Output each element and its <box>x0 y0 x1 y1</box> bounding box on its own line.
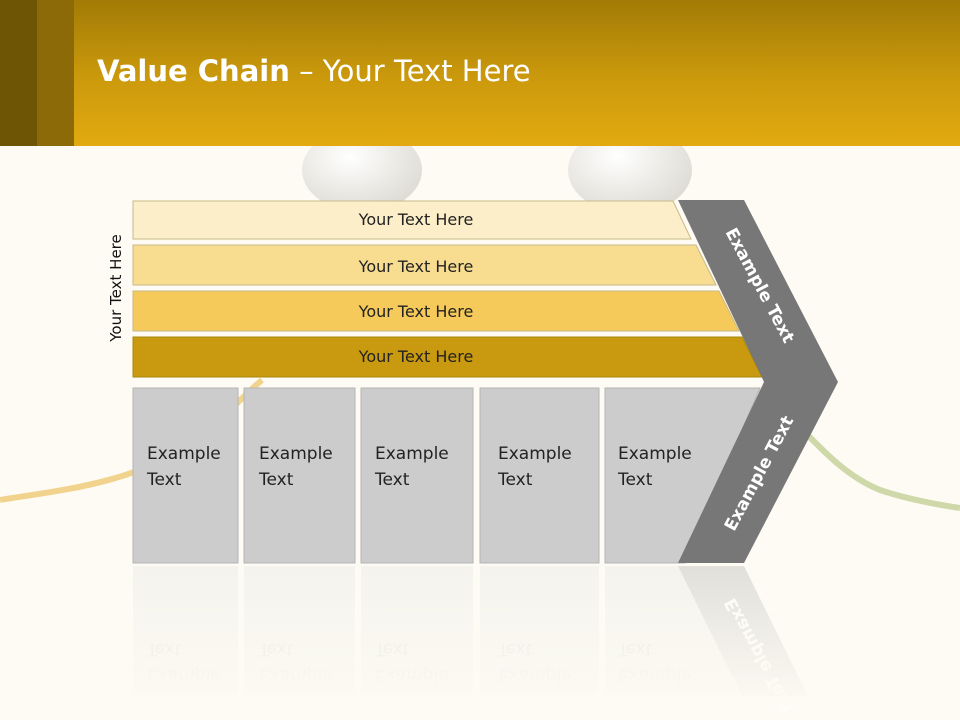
header-accent-mid <box>37 0 74 146</box>
margin-chevron <box>678 200 838 563</box>
primary-box-1-line1: Example <box>147 444 221 464</box>
primary-box-2-line1: Example <box>259 444 333 464</box>
primary-box-2-line2: Text <box>258 470 294 490</box>
primary-box-1 <box>132 387 239 564</box>
primary-box-5-line1: Example <box>618 444 692 464</box>
primary-box-3-line2: Text <box>374 470 410 490</box>
title-bold: Value Chain <box>97 54 290 88</box>
figure-head-right <box>568 126 692 214</box>
support-row-3-label: Your Text Here <box>358 302 474 321</box>
primary-box-3 <box>360 387 474 564</box>
page-title: Value Chain – Your Text Here <box>97 54 531 88</box>
side-label: Your Text Here <box>107 234 125 342</box>
primary-box-2 <box>243 387 356 564</box>
support-row-1 <box>132 200 692 240</box>
figure-head-left <box>302 128 422 212</box>
primary-box-4 <box>479 387 600 564</box>
header-accent-dark <box>0 0 37 146</box>
primary-box-4-line2: Text <box>497 470 533 490</box>
title-rest: – Your Text Here <box>289 54 531 88</box>
primary-box-3-line1: Example <box>375 444 449 464</box>
reflection: Example Text Example Text Example Text E… <box>120 566 860 716</box>
support-row-3 <box>132 290 740 332</box>
support-row-1-label: Your Text Here <box>358 210 474 229</box>
support-row-2 <box>132 244 717 286</box>
header-bar: Value Chain – Your Text Here <box>0 0 960 146</box>
primary-box-1-line2: Text <box>146 470 182 490</box>
support-row-4-label: Your Text Here <box>358 347 474 366</box>
support-row-2-label: Your Text Here <box>358 257 474 276</box>
primary-box-5-line2: Text <box>617 470 653 490</box>
primary-box-4-line1: Example <box>498 444 572 464</box>
